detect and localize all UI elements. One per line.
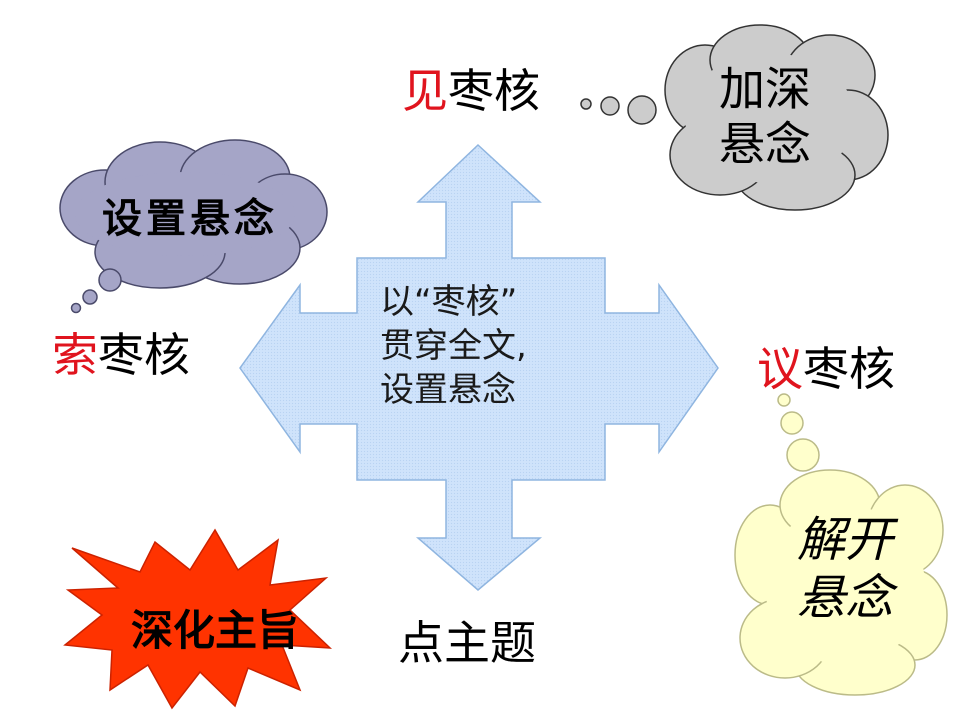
label-top-rest: 枣核: [448, 64, 540, 118]
cloud-top-right-line-1: 加深: [719, 62, 811, 116]
label-left-rest: 枣核: [98, 328, 190, 382]
cloud-bottom-right-line-1: 解开: [796, 512, 893, 568]
burst-star: [63, 528, 333, 710]
cloud-top-right: [580, 24, 889, 211]
cloud-bottom-right: [734, 393, 948, 696]
cloud-left-text: 设置悬念: [102, 196, 278, 242]
center-label: 以“枣核” 贯穿全文, 设置悬念: [380, 280, 590, 413]
cloud-left: [59, 139, 328, 314]
label-left: 索枣核: [52, 330, 190, 381]
label-top-accent: 见: [402, 64, 448, 118]
label-left-accent: 索: [52, 328, 98, 382]
center-line-2: 贯穿全文,: [380, 326, 527, 367]
label-right: 议枣核: [757, 344, 895, 395]
cloud-bottom-right-text: 解开 悬念: [750, 512, 940, 627]
burst-text: 深化主旨: [130, 606, 299, 655]
cloud-bottom-right-line-2: 悬念: [796, 569, 893, 626]
label-bottom: 点主题: [398, 616, 536, 670]
center-line-3: 设置悬念: [380, 370, 516, 411]
cloud-top-right-text: 加深 悬念: [680, 62, 850, 172]
label-right-rest: 枣核: [803, 342, 895, 396]
four-way-arrow: [239, 143, 719, 591]
cloud-top-right-line-2: 悬念: [719, 117, 811, 172]
label-top: 见枣核: [402, 66, 540, 117]
center-line-1: 以“枣核”: [380, 282, 518, 322]
label-right-accent: 议: [757, 342, 803, 396]
